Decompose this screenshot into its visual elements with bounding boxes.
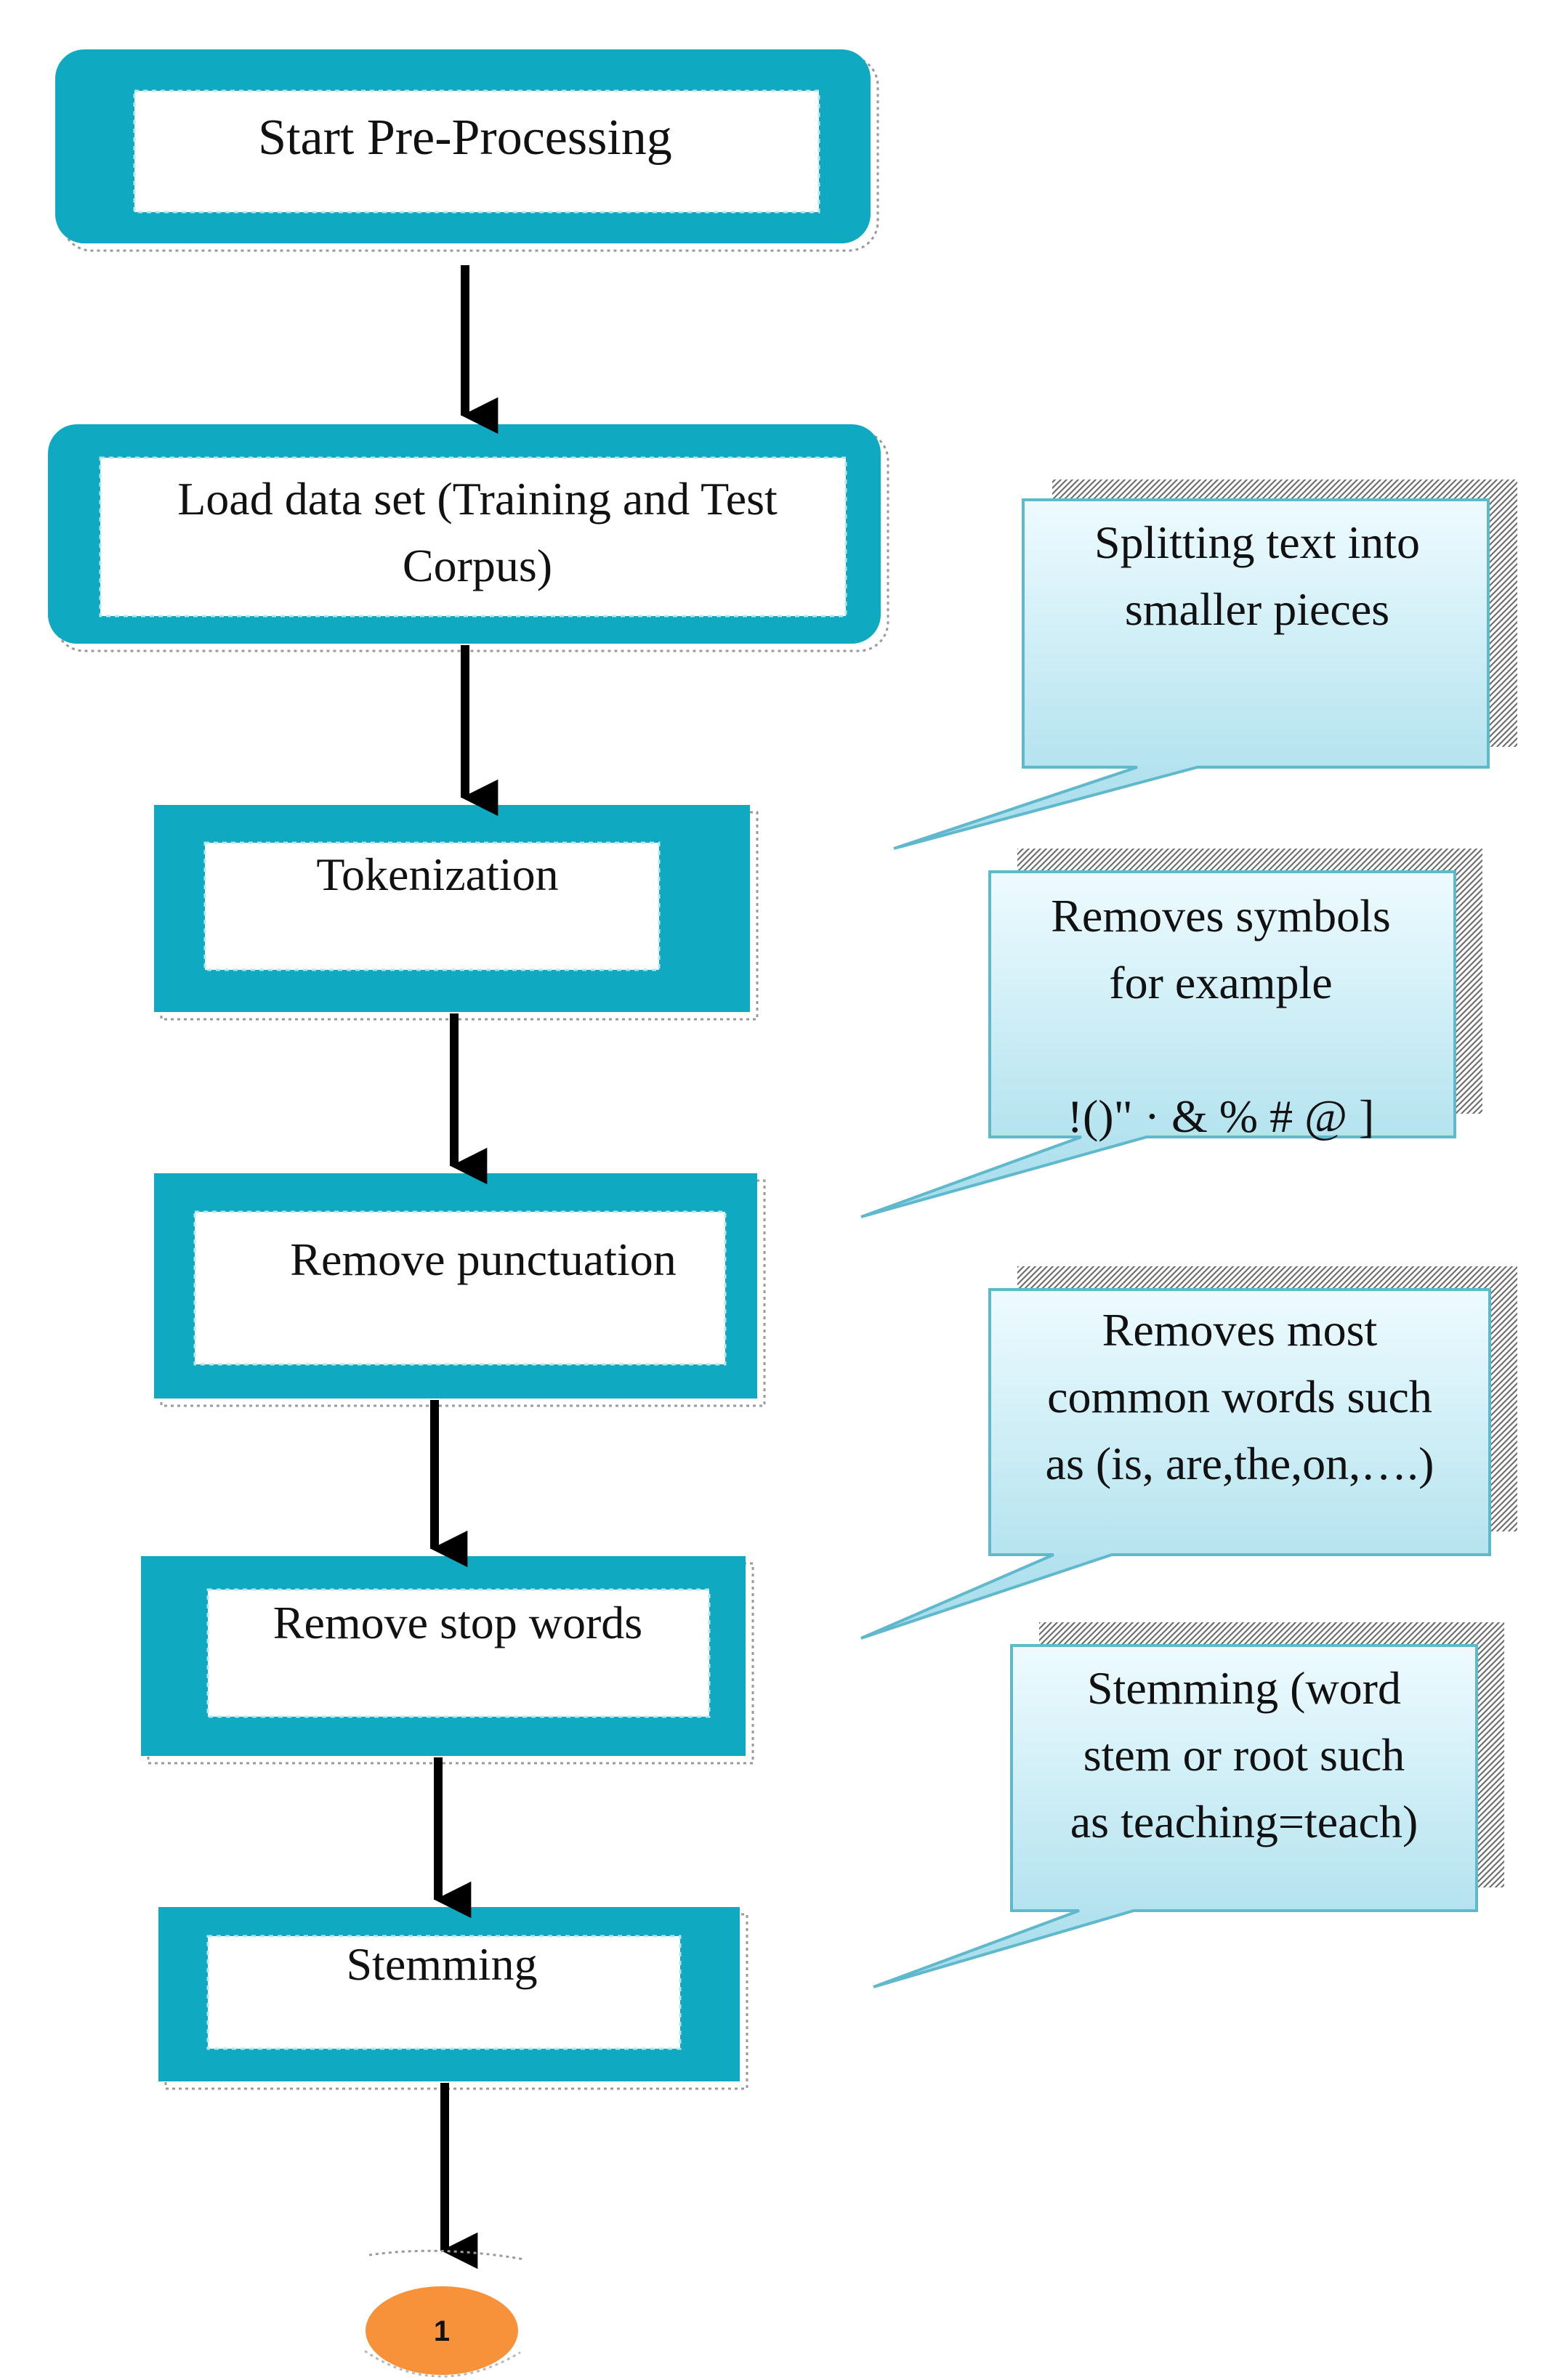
step-inner-panel — [99, 456, 847, 618]
note-line: Removes symbols — [1051, 890, 1391, 942]
step-label: Start Pre-Processing — [258, 110, 672, 166]
note-bubble — [860, 870, 1456, 1218]
step-stopwords: Remove stop words — [141, 1556, 754, 1765]
note-line: as (is, are,the,on,….) — [1046, 1438, 1434, 1489]
note-line: Removes most — [1102, 1304, 1378, 1356]
note-line: !()" · & % # @ ] — [1067, 1090, 1375, 1142]
connector-node: 1 — [361, 2249, 525, 2379]
note-line: Stemming (word — [1087, 1662, 1401, 1714]
note-line: as teaching=teach) — [1070, 1796, 1418, 1847]
step-label: Corpus) — [403, 540, 552, 591]
connector-ellipse — [361, 2282, 522, 2379]
note-line: Splitting text into — [1094, 517, 1420, 568]
step-stemming: Stemming — [158, 1907, 748, 2090]
punctuation-note: Removes symbols for example !()" · & % # @… — [860, 849, 1482, 1218]
step-inner-panel — [206, 1935, 682, 2050]
note-bubble — [893, 498, 1490, 850]
step-label: Remove stop words — [273, 1597, 642, 1648]
step-tokenization: Tokenization — [154, 805, 759, 1021]
step-label: Tokenization — [316, 849, 558, 900]
stemming-note: Stemming (word stem or root such as teachi… — [873, 1622, 1504, 1988]
connector-label: 1 — [434, 2315, 450, 2347]
note-line: for example — [1109, 957, 1332, 1008]
step-inner-panel — [133, 89, 820, 214]
step-start: Start Pre-Processing — [55, 49, 879, 252]
step-label: Remove punctuation — [290, 1234, 676, 1285]
step-inner-panel — [206, 1588, 711, 1718]
step-inner-panel — [203, 841, 661, 971]
step-shadow — [160, 811, 759, 1021]
step-label: Load data set (Training and Test — [177, 473, 778, 525]
step-label: Stemming — [346, 1938, 537, 1990]
note-bubble — [873, 1644, 1478, 1988]
tokenization-note: Splitting text into smaller pieces — [893, 479, 1517, 850]
note-line: common words such — [1047, 1371, 1432, 1422]
step-inner-panel — [193, 1210, 727, 1366]
step-shadow — [61, 55, 879, 252]
note-bubble — [860, 1288, 1491, 1640]
note-line: stem or root such — [1083, 1729, 1405, 1781]
note-line: smaller pieces — [1125, 583, 1389, 635]
stopwords-note: Removes most common words such as (is, are… — [860, 1266, 1517, 1640]
step-punctuation: Remove punctuation — [154, 1173, 766, 1407]
